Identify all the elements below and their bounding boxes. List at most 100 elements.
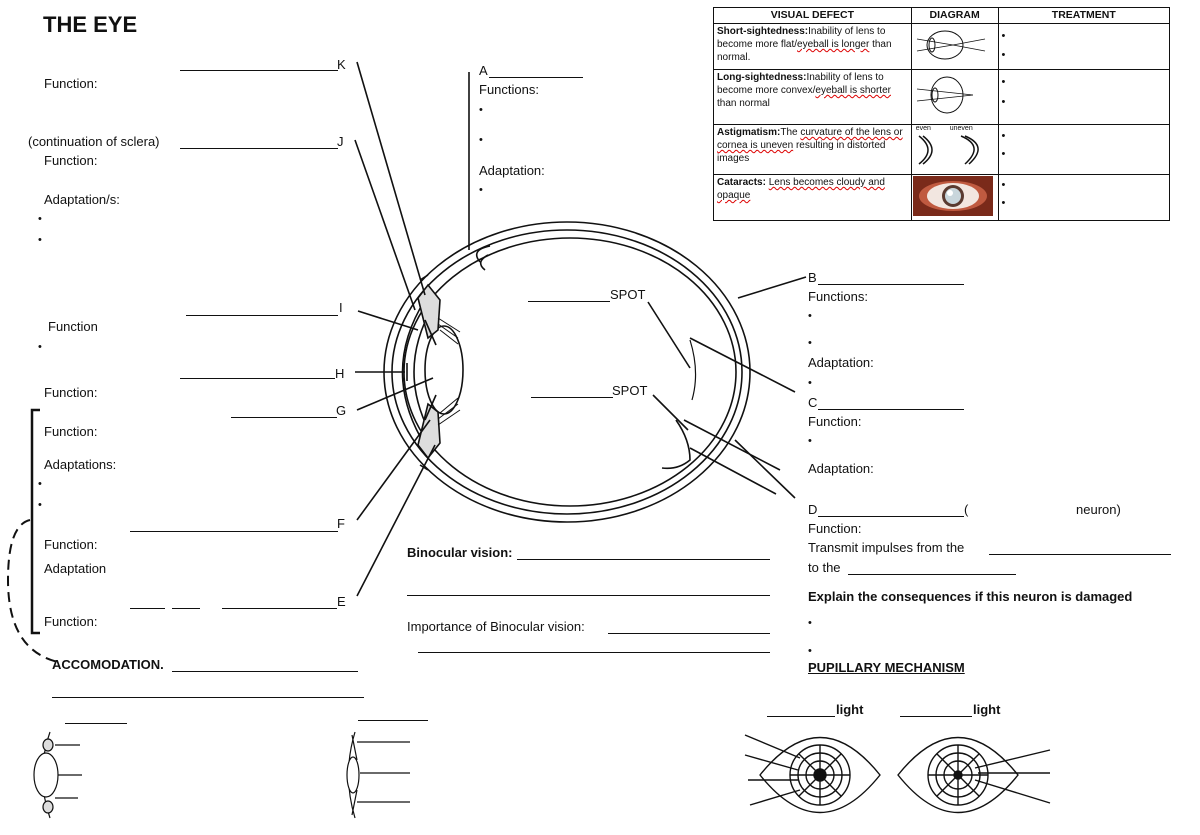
astigmatism-lens-icon <box>915 132 989 170</box>
label-to-the: to the <box>808 560 841 575</box>
defect-cataracts: Cataracts: Lens becomes cloudy and opaqu… <box>714 175 912 221</box>
lens <box>425 326 463 414</box>
bullet: • <box>808 612 812 634</box>
letter-k: K <box>337 57 346 72</box>
bullet: • <box>38 336 42 358</box>
answer-line-b[interactable] <box>818 284 964 285</box>
answer-line-light-1[interactable] <box>767 716 835 717</box>
letter-g: G <box>336 403 346 418</box>
label-functions-b: Functions: <box>808 289 868 304</box>
label-spot-1: SPOT <box>610 287 645 302</box>
answer-line-e-1[interactable] <box>130 608 165 609</box>
label-explain-consequences: Explain the consequences if this neuron … <box>808 589 1132 604</box>
label-accommodation: ACCOMODATION. <box>52 657 164 672</box>
accommodation-diagram-far <box>347 732 410 818</box>
letter-j: J <box>337 134 344 149</box>
bullet: • <box>479 179 483 201</box>
label-function-h: Function: <box>44 385 97 400</box>
label-function-f: Function: <box>44 537 97 552</box>
bullet: • <box>38 473 42 495</box>
label-sclera-continuation: (continuation of sclera) <box>28 134 160 149</box>
label-light-2: light <box>973 702 1000 717</box>
letter-a: A <box>479 63 488 78</box>
answer-line-i[interactable] <box>186 315 338 316</box>
answer-line-h[interactable] <box>180 378 335 379</box>
answer-line-binocular-2[interactable] <box>407 595 770 596</box>
answer-line-accommodation-1[interactable] <box>172 671 358 672</box>
label-importance-binocular: Importance of Binocular vision: <box>407 619 585 634</box>
defect-astigmatism: Astigmatism:The curvature of the lens or… <box>714 125 912 175</box>
label-pupillary-mechanism: PUPILLARY MECHANISM <box>808 660 965 675</box>
letter-b: B <box>808 270 817 285</box>
table-row: Cataracts: Lens becomes cloudy and opaqu… <box>714 175 1170 221</box>
label-adaptation-f: Adaptation <box>44 561 106 576</box>
answer-line-binocular-1[interactable] <box>517 559 770 560</box>
letter-d: D <box>808 502 817 517</box>
answer-line-far-label[interactable] <box>358 720 428 721</box>
label-function-d: Function: <box>808 521 861 536</box>
letter-c: C <box>808 395 817 410</box>
label-function-g: Function: <box>44 424 97 439</box>
answer-line-importance-1[interactable] <box>608 633 770 634</box>
answer-line-transmit-to[interactable] <box>848 574 1016 575</box>
label-function-i: Function <box>48 319 98 334</box>
visual-defect-table: VISUAL DEFECT DIAGRAM TREATMENT Short-si… <box>713 7 1170 221</box>
bullet: • <box>38 208 42 230</box>
answer-line-d[interactable] <box>818 516 964 517</box>
label-functions-a: Functions: <box>479 82 539 97</box>
label-adaptation-c: Adaptation: <box>808 461 874 476</box>
table-header: VISUAL DEFECT <box>714 8 912 24</box>
defect-long-sightedness: Long-sightedness:Inability of lens to be… <box>714 70 912 125</box>
table-header: TREATMENT <box>998 8 1169 24</box>
table-row: Short-sightedness:Inability of lens to b… <box>714 24 1170 70</box>
answer-line-spot-2[interactable] <box>531 397 613 398</box>
defect-short-sightedness: Short-sightedness:Inability of lens to b… <box>714 24 912 70</box>
bullet: • <box>808 332 812 354</box>
bullet: • <box>479 129 483 151</box>
answer-line-accommodation-2[interactable] <box>52 697 364 698</box>
bullet: • <box>808 640 812 662</box>
diagram-cataracts <box>911 175 998 221</box>
hyperopia-eye-icon <box>915 71 989 119</box>
treatment-cataracts[interactable]: •• <box>998 175 1169 221</box>
treatment-long-sightedness[interactable]: •• <box>998 70 1169 125</box>
bullet: • <box>808 305 812 327</box>
answer-line-f[interactable] <box>130 531 338 532</box>
label-function-k: Function: <box>44 76 97 91</box>
label-binocular-vision: Binocular vision: <box>407 545 512 560</box>
answer-line-c[interactable] <box>818 409 964 410</box>
answer-line-near-label[interactable] <box>65 723 127 724</box>
bullet: • <box>38 229 42 251</box>
answer-line-a[interactable] <box>489 77 583 78</box>
label-function-e: Function: <box>44 614 97 629</box>
paren-open: ( <box>964 502 968 517</box>
label-neuron: neuron) <box>1076 502 1121 517</box>
bullet: • <box>808 430 812 452</box>
treatment-astigmatism[interactable]: •• <box>998 125 1169 175</box>
label-adaptations-j: Adaptation/s: <box>44 192 120 207</box>
answer-line-e-3[interactable] <box>222 608 337 609</box>
letter-f: F <box>337 516 345 531</box>
answer-line-k[interactable] <box>180 70 338 71</box>
diagram-short-sightedness <box>911 24 998 70</box>
eye-cross-section <box>384 222 780 522</box>
answer-line-light-2[interactable] <box>900 716 972 717</box>
pupil-eye-dim-light <box>898 738 1050 813</box>
answer-line-transmit-from[interactable] <box>989 554 1171 555</box>
answer-line-e-2[interactable] <box>172 608 200 609</box>
pupil-eye-bright-light <box>745 735 880 813</box>
treatment-short-sightedness[interactable]: •• <box>998 24 1169 70</box>
table-row: Astigmatism:The curvature of the lens or… <box>714 125 1170 175</box>
diagram-astigmatism: even uneven <box>911 125 998 175</box>
label-adaptation-b: Adaptation: <box>808 355 874 370</box>
answer-line-g[interactable] <box>231 417 337 418</box>
answer-line-spot-1[interactable] <box>528 301 610 302</box>
label-adaptation-a: Adaptation: <box>479 163 545 178</box>
label-function-c: Function: <box>808 414 861 429</box>
table-header: DIAGRAM <box>911 8 998 24</box>
bullet: • <box>38 494 42 516</box>
myopia-eye-icon <box>915 25 989 65</box>
label-spot-2: SPOT <box>612 383 647 398</box>
answer-line-j[interactable] <box>180 148 338 149</box>
answer-line-importance-2[interactable] <box>418 652 770 653</box>
